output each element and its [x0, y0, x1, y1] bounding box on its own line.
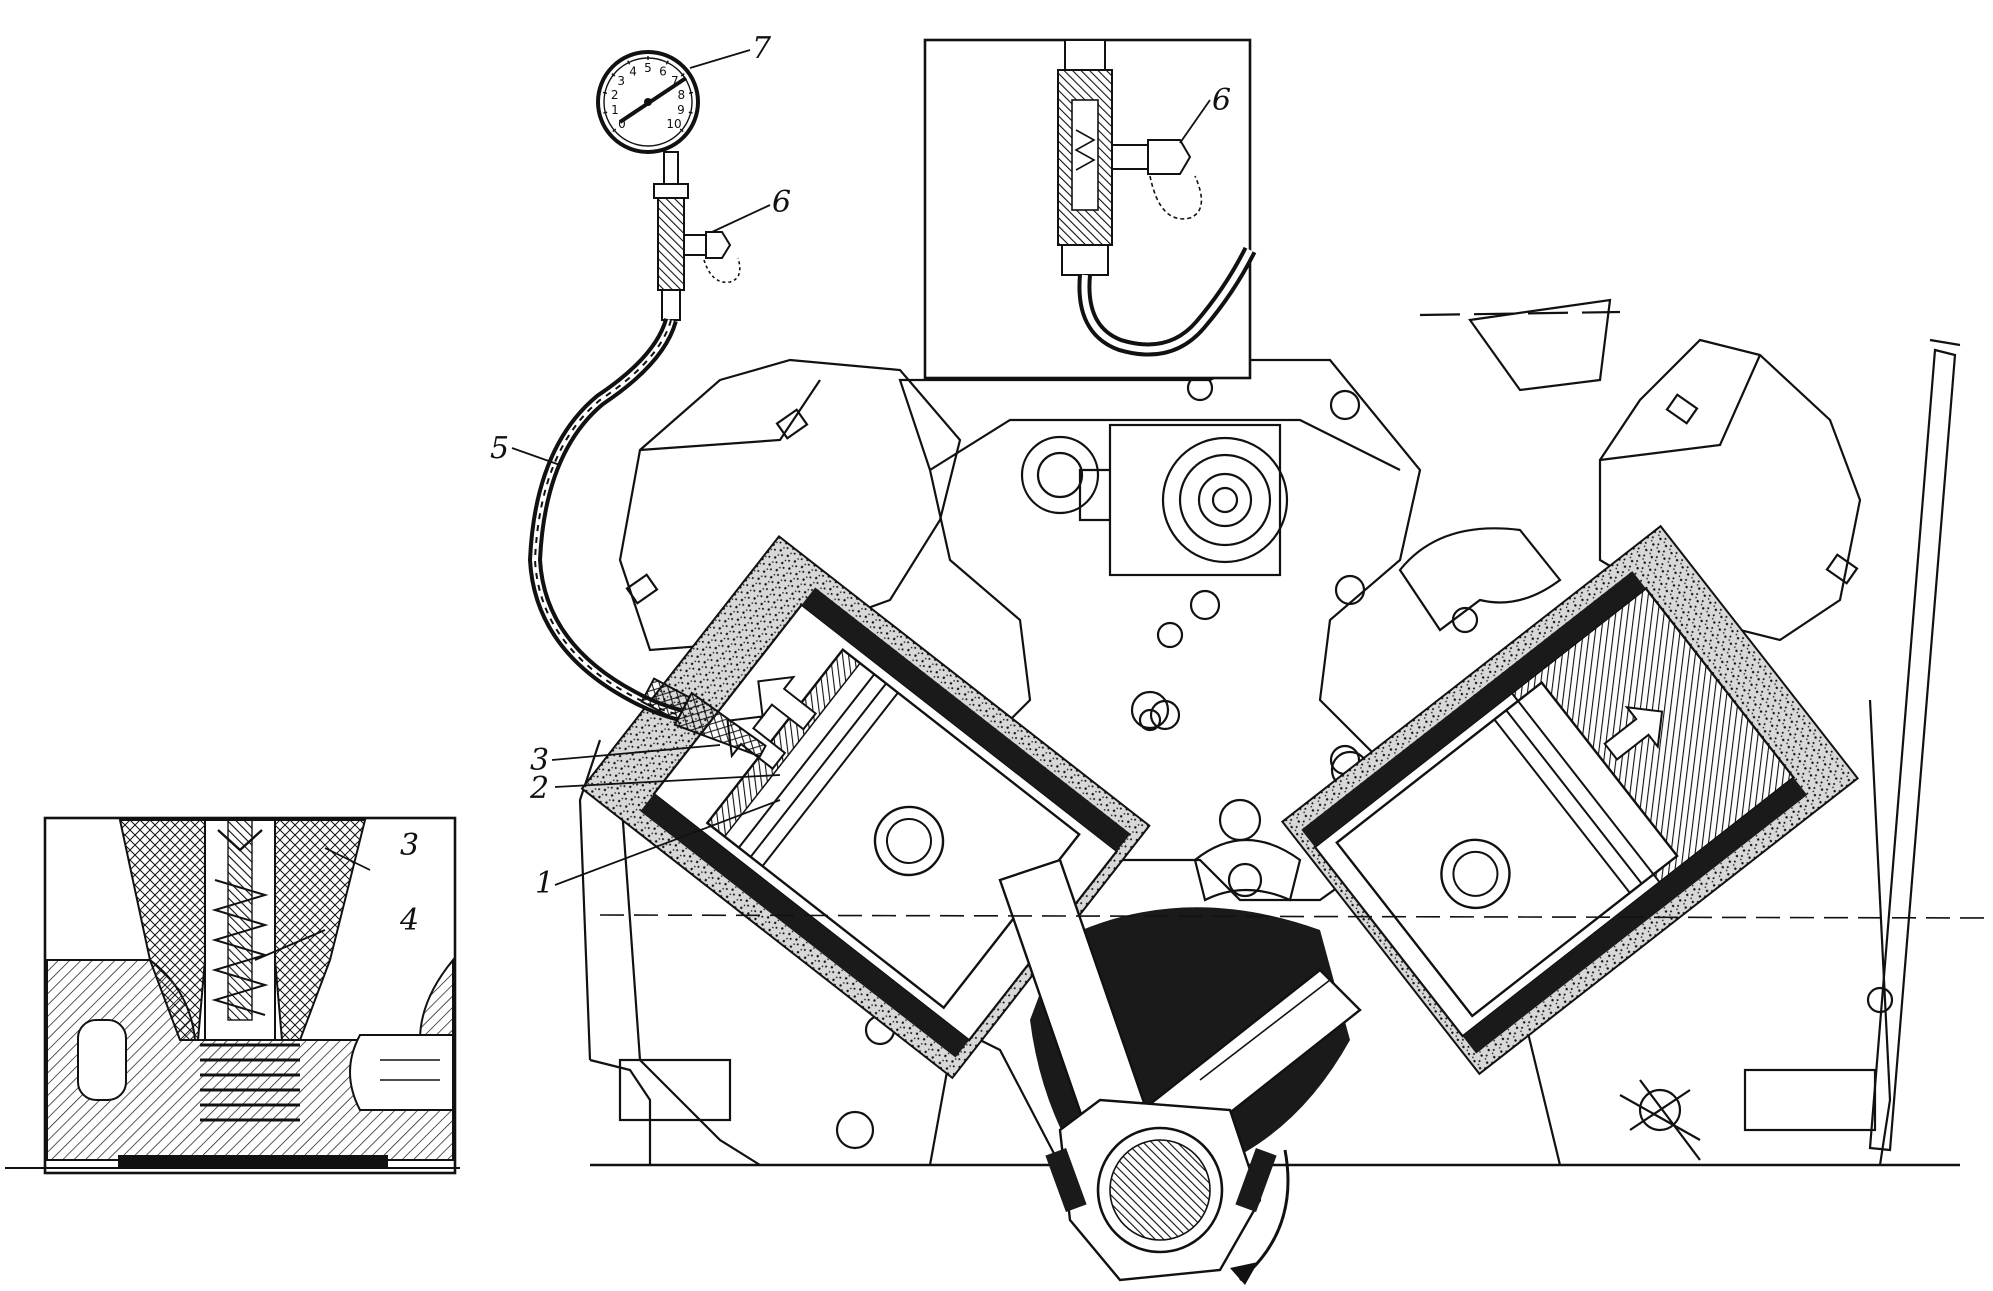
gauge-scale-label: 5 [644, 61, 652, 75]
gauge-scale-label: 10 [666, 117, 681, 131]
crank-big-end [1045, 1098, 1290, 1285]
crankcase [998, 858, 1362, 1285]
gauge-scale-label: 4 [629, 64, 637, 78]
left-piston [705, 647, 1081, 1010]
pressure-hose [527, 317, 682, 722]
label-piston: 1 [535, 866, 554, 901]
gauge-scale-tick [627, 60, 631, 65]
gauge-scale-tick [603, 111, 608, 114]
label-cylinder-wall: 2 [529, 771, 549, 806]
gauge-needle [618, 76, 688, 124]
leader-lines [254, 49, 1211, 961]
gauge-scale-label: 8 [677, 88, 685, 102]
label-inset-tip: 3 [400, 828, 419, 863]
rubber-tip [640, 677, 767, 758]
check-valve-main [683, 231, 741, 284]
label-hose: 5 [490, 431, 509, 466]
gauge-scale-tick [688, 111, 693, 114]
inset-tip-detail [5, 816, 460, 1175]
gauge-scale-tick [665, 60, 669, 65]
label-tip: 3 [530, 743, 549, 778]
gauge-scale-tick [612, 128, 617, 133]
right-cylinder [1280, 524, 1860, 1076]
gauge-scale-label: 1 [611, 103, 619, 117]
gauge-scale-tick [611, 73, 616, 77]
gauge-scale-label: 0 [618, 117, 626, 131]
label-inset-needle: 4 [399, 903, 419, 938]
gauge-scale-label: 2 [611, 88, 619, 102]
gauge-scale-label: 3 [617, 74, 625, 88]
gauge-scale-label: 6 [659, 64, 667, 78]
label-check-valve-inset: 6 [1212, 83, 1231, 118]
label-check-valve-main: 6 [772, 185, 791, 220]
gauge-scale-tick [688, 91, 694, 94]
inset-check-valve [923, 38, 1257, 380]
gauge-scale-label: 7 [671, 74, 679, 88]
label-gauge: 7 [752, 31, 772, 66]
right-piston [1335, 680, 1679, 1018]
gauge-scale-tick [680, 73, 685, 77]
gauge-scale-label: 9 [677, 103, 685, 117]
gauge-scale-tick [679, 128, 684, 133]
section-line [599, 914, 1991, 919]
gauge-scale-tick [602, 91, 608, 94]
left-cylinder [580, 534, 1151, 1080]
engine-block [578, 298, 1961, 1167]
